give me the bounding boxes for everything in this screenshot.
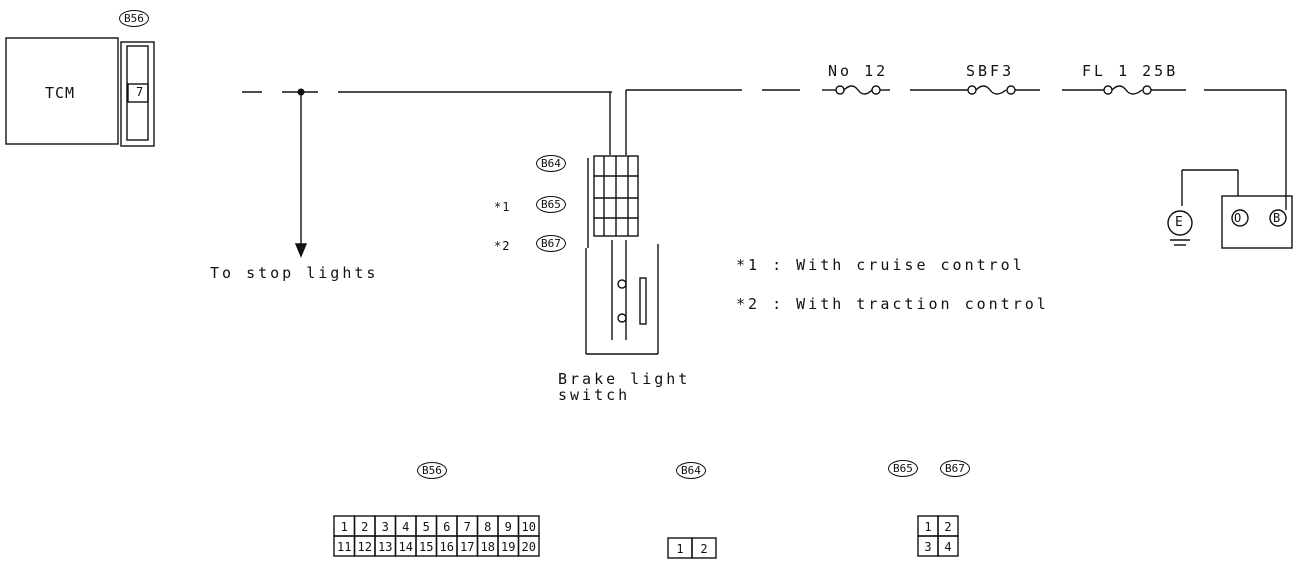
ignition-b-label: B [1273, 211, 1281, 225]
pin-layout-label-b65: B65 [888, 460, 918, 477]
ignition-o-label: O [1234, 211, 1242, 225]
b64-pin-1: 1 [676, 542, 683, 556]
b56-pin-9: 9 [505, 520, 512, 534]
b56-pin-17: 17 [460, 540, 474, 554]
b56-pin-11: 11 [337, 540, 351, 554]
connector-label-b67: B67 [536, 235, 566, 252]
brake-light-switch-label-2: switch [558, 386, 631, 404]
to-stop-lights-label: To stop lights [210, 264, 379, 282]
b56-pin-16: 16 [440, 540, 454, 554]
ignition-e-symbol [1167, 210, 1193, 236]
b56-pin-2: 2 [361, 520, 368, 534]
b56-pin-6: 6 [443, 520, 450, 534]
b56-pin-14: 14 [399, 540, 413, 554]
b56-pin-3: 3 [382, 520, 389, 534]
ignition-e-label: E [1175, 215, 1183, 230]
fuse-sbf3-label: SBF3 [966, 62, 1015, 80]
fuse-no12-terminal-b [871, 85, 881, 95]
stop-lights-arrow [294, 243, 308, 258]
fusible-link-label: FL 1 25B [1082, 62, 1179, 80]
b65-pin-4-cell [937, 535, 959, 557]
switch-contact-2 [617, 313, 627, 323]
fuse-no12-terminal-a [835, 85, 845, 95]
pin-layout-label-b67: B67 [940, 460, 970, 477]
tcm-label: TCM [45, 84, 76, 102]
pin-layout-label-b56: B56 [417, 462, 447, 479]
switch-plunger [639, 277, 647, 325]
connector-label-b65: B65 [536, 196, 566, 213]
b56-pin-13: 13 [378, 540, 392, 554]
mark-1: *1 [494, 200, 511, 214]
tcm-box [5, 37, 119, 145]
b64-pin-2: 2 [700, 542, 707, 556]
note-cruise-control: *1 : With cruise control [736, 256, 1025, 274]
b65-pin-1: 1 [924, 520, 931, 534]
b56-pin-19: 19 [501, 540, 515, 554]
b64-pin-2-cell [691, 537, 717, 559]
b56-pin-1: 1 [341, 520, 348, 534]
switch-contact-1 [617, 279, 627, 289]
b56-pin-8: 8 [484, 520, 491, 534]
ignition-b-symbol [1269, 209, 1287, 227]
fuse-sbf3-terminal-b [1006, 85, 1016, 95]
b65-pin-3: 3 [924, 540, 931, 554]
b56-pin-12: 12 [358, 540, 372, 554]
pin-layout-label-b64: B64 [676, 462, 706, 479]
brake-light-switch-label-1: Brake light [558, 370, 691, 388]
note-traction-control: *2 : With traction control [736, 295, 1049, 313]
b56-pin-20: 20 [522, 540, 536, 554]
tcm-pin-label: 7 [136, 85, 144, 99]
fl-element [1111, 85, 1143, 95]
connector-label-b64: B64 [536, 155, 566, 172]
tcm-connector-b56 [120, 41, 155, 147]
b65-pin-4: 4 [944, 540, 951, 554]
fuse-no12-element [843, 85, 873, 95]
fuse-no12-label: No 12 [828, 62, 889, 80]
mark-2: *2 [494, 239, 511, 253]
fl-terminal-a [1103, 85, 1113, 95]
ignition-o-symbol [1231, 209, 1249, 227]
b65-pin-2: 2 [944, 520, 951, 534]
b56-pin-10: 10 [522, 520, 536, 534]
b56-pin-7: 7 [464, 520, 471, 534]
fuse-sbf3-element [975, 85, 1007, 95]
b56-pin-4: 4 [402, 520, 409, 534]
b56-pin-15: 15 [419, 540, 433, 554]
fuse-sbf3-terminal-a [967, 85, 977, 95]
b56-pin-20-cell [517, 535, 540, 557]
ignition-box [1221, 195, 1293, 249]
connector-label-b56: B56 [119, 10, 149, 27]
fl-terminal-b [1142, 85, 1152, 95]
b56-pin-5: 5 [423, 520, 430, 534]
tcm-pin-7-box [127, 83, 149, 103]
b56-pin-18: 18 [481, 540, 495, 554]
